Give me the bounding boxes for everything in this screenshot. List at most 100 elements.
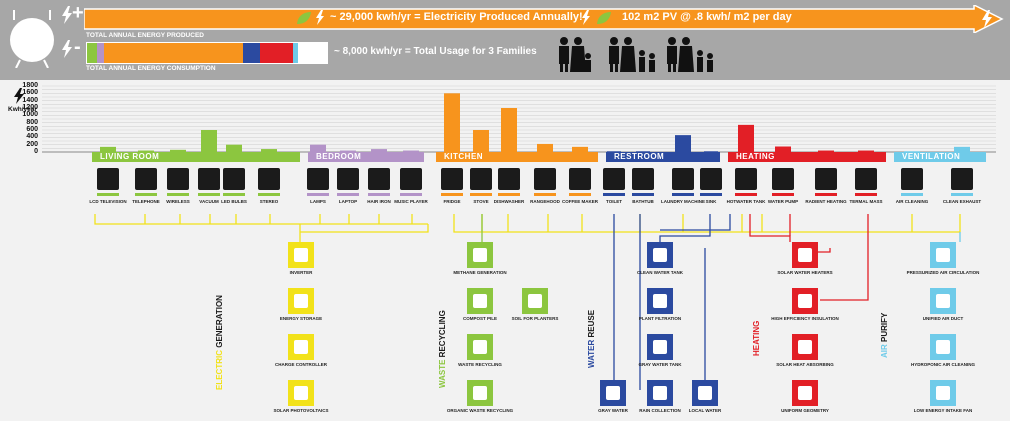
appliance-base — [498, 193, 520, 196]
appliance-label: TELEPHONE — [132, 199, 160, 204]
system-glyph — [936, 248, 950, 262]
y-tick-label: 1800 — [22, 82, 38, 89]
system-label: HYDROPONIC AIR CLEANING — [910, 362, 976, 367]
system-label: SOIL FOR PLANTERS — [511, 316, 559, 321]
appliance-base — [307, 193, 329, 196]
water-item — [647, 242, 673, 268]
air-item — [930, 288, 956, 314]
category-living-room: LIVING ROOM — [92, 152, 300, 162]
appliance-base — [951, 193, 973, 196]
bathtub-icon — [632, 168, 654, 190]
electric-item — [288, 380, 314, 406]
category-ventilation: VENTILATION — [894, 152, 986, 162]
system-glyph — [936, 340, 950, 354]
plus-symbol: + — [72, 2, 84, 24]
appliance-base — [258, 193, 280, 196]
system-label: WASTE RECYCLING — [458, 362, 502, 367]
category-bedroom: BEDROOM — [308, 152, 424, 162]
water-item — [647, 334, 673, 360]
bar-lamps — [310, 144, 326, 152]
system-title: WASTE RECYCLING — [438, 310, 447, 388]
system-label: CHARGE CONTROLLER — [275, 362, 327, 367]
system-label: SOLAR WATER HEATERS — [777, 270, 833, 275]
system-title-word: REUSE — [587, 309, 596, 340]
termal-mass-icon — [855, 168, 877, 190]
produced-arrow — [84, 5, 1004, 33]
system-label: COMPOST PILE — [462, 316, 498, 321]
appliance-label: CLEAN EXHAUST — [942, 199, 982, 204]
system-glyph — [798, 294, 812, 308]
appliance-label: WIRELESS — [166, 199, 190, 204]
bar-stove — [473, 130, 489, 152]
system-glyph — [606, 386, 620, 400]
system-title: AIR PURIFY — [880, 313, 889, 358]
appliance-label: STEREO — [259, 199, 279, 204]
appliance-base — [135, 193, 157, 196]
stereo-icon — [258, 168, 280, 190]
appliance-label: HOTWATER TANK — [726, 199, 766, 204]
appliance-label: SINK — [705, 199, 717, 204]
laptop-icon — [337, 168, 359, 190]
bar-lcd-television — [100, 146, 116, 152]
bar-hotwater-tank — [738, 124, 754, 152]
lightning-icon — [582, 10, 590, 25]
system-glyph — [294, 340, 308, 354]
dishwasher-icon — [498, 168, 520, 190]
water-item — [647, 380, 673, 406]
appliance-base — [337, 193, 359, 196]
lightning-icon — [14, 88, 24, 104]
appliance-base — [470, 193, 492, 196]
air-item — [930, 242, 956, 268]
produced-line: ~ 29,000 kwh/yr = Electricity Produced A… — [330, 11, 583, 23]
system-title-word: ELECTRIC — [215, 350, 224, 390]
bar-led-bulbs — [226, 144, 242, 152]
y-tick-label: 400 — [26, 133, 38, 141]
system-label: GRAY WATER TANK — [638, 362, 682, 367]
appliance-label: DISHWASHER — [493, 199, 525, 204]
bar-hair-iron — [371, 149, 387, 152]
waste-item — [467, 334, 493, 360]
appliance-label: TOILET — [606, 199, 622, 204]
consumption-segment — [259, 43, 294, 63]
system-glyph — [798, 386, 812, 400]
system-glyph — [653, 294, 667, 308]
appliance-base — [167, 193, 189, 196]
system-label: SOLAR HEAT ABSORBING — [776, 362, 834, 367]
heating-item — [792, 288, 818, 314]
bar-fridge — [444, 93, 460, 152]
bar-stereo — [261, 149, 277, 152]
telephone-icon — [135, 168, 157, 190]
waste-item — [467, 242, 493, 268]
consumption-line: ~ 8,000 kwh/yr = Total Usage for 3 Famil… — [334, 46, 537, 57]
bar-telephone — [138, 150, 154, 152]
bar-air-cleaning — [904, 151, 920, 152]
system-glyph — [698, 386, 712, 400]
system-title-word: PURIFY — [880, 312, 889, 345]
appliance-base — [603, 193, 625, 196]
system-glyph — [798, 248, 812, 262]
appliance-label: RADIENT HEATING — [805, 199, 847, 204]
y-tick-label: 1200 — [22, 104, 38, 111]
bar-sink — [704, 151, 718, 152]
heating-item — [792, 334, 818, 360]
appliance-label: LED BULBS — [221, 199, 247, 204]
y-tick-label: 1600 — [22, 89, 38, 97]
appliance-label: LAUNDRY MACHINE — [660, 199, 706, 204]
appliance-base — [772, 193, 794, 196]
system-title-word: WATER — [587, 339, 596, 368]
appliance-base — [569, 193, 591, 196]
bar-vacuum — [201, 130, 217, 152]
clean-exhaust-icon — [951, 168, 973, 190]
system-label: RAIN COLLECTION — [639, 408, 681, 413]
appliance-label: STOVE — [473, 199, 489, 204]
appliance-base — [368, 193, 390, 196]
chart-grid — [42, 85, 996, 153]
system-glyph — [653, 386, 667, 400]
bar-water-pump — [775, 146, 791, 152]
produced-label: TOTAL ANNUAL ENERGY PRODUCED — [86, 32, 204, 39]
water-item — [600, 380, 626, 406]
system-title: ELECTRIC GENERATION — [215, 295, 224, 390]
appliance-base — [700, 193, 722, 196]
connection-lines — [94, 214, 961, 390]
stove-icon — [470, 168, 492, 190]
